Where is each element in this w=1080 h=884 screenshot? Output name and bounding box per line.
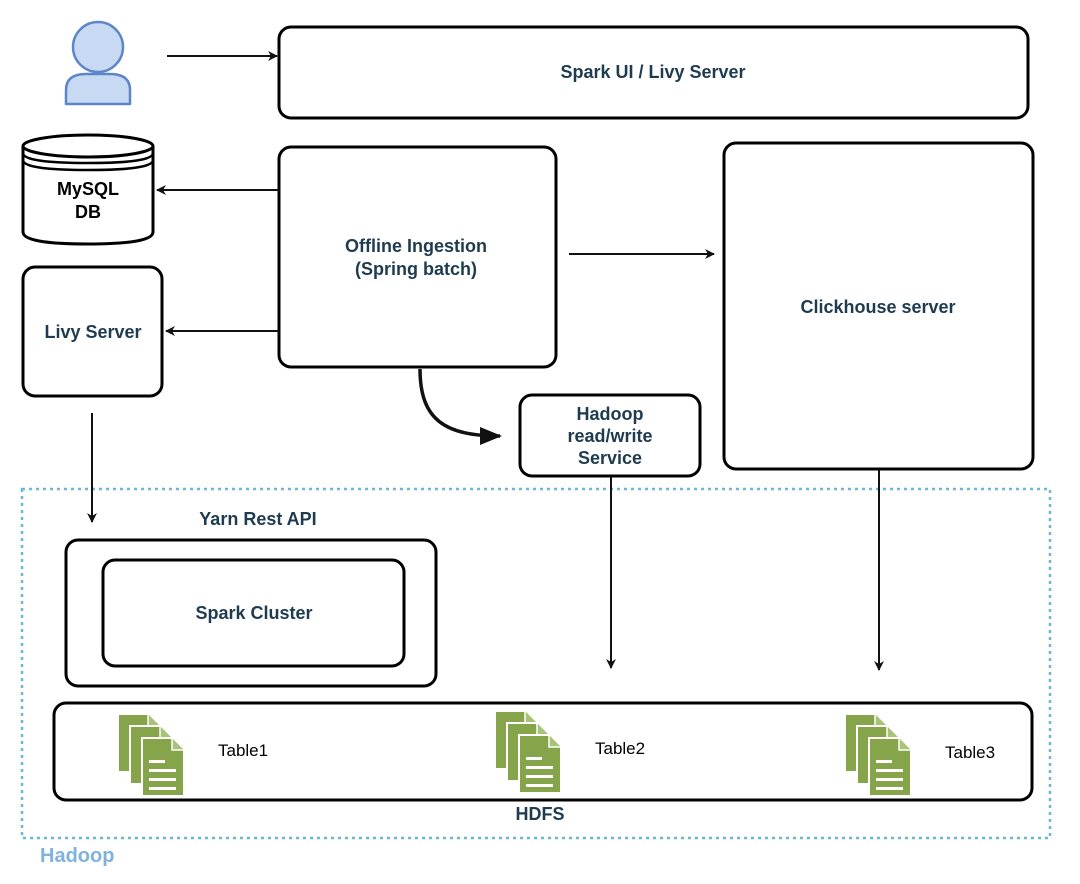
offline-ingestion-label-line1: Offline Ingestion	[345, 236, 487, 256]
yarn-rest-api-label: Yarn Rest API	[199, 509, 316, 529]
offline-ingestion-label-line2: (Spring batch)	[355, 259, 477, 279]
spark-ui-livy-server-box	[277, 25, 1030, 120]
table1-label: Table1	[218, 741, 268, 760]
hadoop-service-label-line1: Hadoop	[577, 404, 644, 424]
clickhouse-server-label: Clickhouse server	[800, 297, 955, 317]
database-icon	[21, 133, 155, 246]
mysql-db-label-line2: DB	[75, 202, 101, 222]
mysql-db-label-line1: MySQL	[57, 179, 119, 199]
spark-cluster-box	[101, 558, 406, 668]
livy-server-box	[21, 265, 164, 398]
hdfs-label: HDFS	[516, 804, 565, 824]
arrow-ingestion-to-hadoop-service	[418, 368, 502, 445]
hadoop-group-label: Hadoop	[40, 845, 114, 867]
table3-label: Table3	[945, 743, 995, 762]
hadoop-service-box	[518, 393, 702, 478]
hadoop-group-border	[20, 487, 1052, 840]
hadoop-service-label-line3: Service	[578, 448, 642, 468]
clickhouse-server-box	[722, 141, 1035, 471]
livy-server-label: Livy Server	[44, 322, 141, 342]
hadoop-service-label-line2: read/write	[567, 426, 652, 446]
table2-label: Table2	[595, 739, 645, 758]
offline-ingestion-box	[277, 145, 558, 369]
spark-cluster-label: Spark Cluster	[195, 603, 312, 623]
spark-ui-livy-server-label: Spark UI / Livy Server	[560, 62, 745, 82]
user-icon	[64, 20, 132, 106]
